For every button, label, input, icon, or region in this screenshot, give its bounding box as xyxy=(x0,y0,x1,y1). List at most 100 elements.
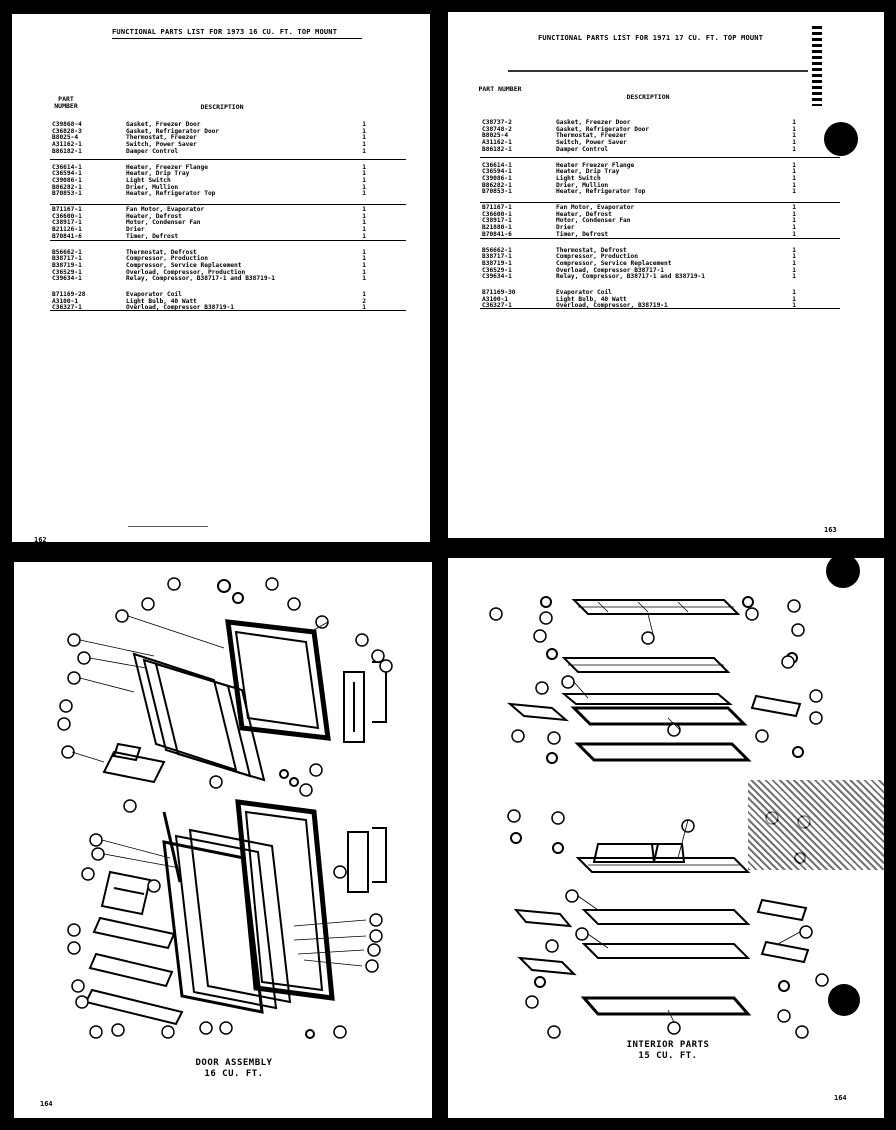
caption-title: INTERIOR PARTS xyxy=(626,1040,710,1050)
quantity-cell: 1 xyxy=(792,174,796,182)
shelf-bracket xyxy=(756,898,808,922)
part-number-cell: C36594-1 xyxy=(52,170,82,178)
description-cell: Compressor, Production xyxy=(126,255,208,263)
description-cell: Drier xyxy=(556,224,575,232)
part-number-cell: B86182-1 xyxy=(482,145,512,153)
fresh-food-door-liner xyxy=(162,840,264,1014)
description-cell: Heater, Drip Tray xyxy=(556,168,620,176)
description-cell: Fan Motor, Evaporator xyxy=(556,204,635,212)
interior-parts-diagram xyxy=(489,596,829,1039)
part-number-cell: C39868-4 xyxy=(52,121,82,128)
description-cell: Thermostat, Defrost xyxy=(556,246,627,254)
part-number-cell: C36327-1 xyxy=(52,304,82,312)
part-number-header: PART NUMBER xyxy=(54,95,78,110)
table-row: B86182-1 Damper Control 1 xyxy=(482,145,796,154)
interior-parts-page: INTERIOR PARTS 15 CU. FT. 164 xyxy=(448,558,884,1118)
quantity-cell: 1 xyxy=(792,224,796,232)
wire-shelf xyxy=(561,657,731,673)
wire-shelf xyxy=(571,599,741,615)
part-number-cell: B21880-1 xyxy=(482,224,512,232)
description-cell: Switch, Power Saver xyxy=(126,141,197,149)
part-number-cell: A3100-1 xyxy=(52,297,79,305)
punch-hole xyxy=(826,558,860,588)
parts-list-page-right: FUNCTIONAL PARTS LIST FOR 1971 17 CU. FT… xyxy=(448,12,884,538)
part-number-cell: B71169-28 xyxy=(52,291,86,299)
quantity-cell: 1 xyxy=(792,145,796,153)
description-cell: Heater, Refrigerator Top xyxy=(126,190,216,198)
quantity-cell: 2 xyxy=(362,297,366,305)
part-number-cell: B70853-1 xyxy=(482,188,512,196)
shelf-support xyxy=(517,956,577,976)
description-cell: Fan Motor, Evaporator xyxy=(126,206,205,214)
callout-bubbles xyxy=(57,577,393,1039)
part-number-cell: B70841-6 xyxy=(482,230,512,238)
quantity-cell: 1 xyxy=(362,212,366,220)
description-cell: Timer, Defrost xyxy=(556,230,609,238)
quantity-cell: 1 xyxy=(362,261,366,269)
row-divider xyxy=(480,157,840,158)
row-divider xyxy=(50,204,406,205)
part-number-cell: C38748-2 xyxy=(482,125,512,133)
description-cell: Compressor, Service Replacement xyxy=(126,261,242,269)
leader-lines xyxy=(573,613,801,1023)
quantity-cell: 1 xyxy=(792,119,796,126)
diagram-caption: DOOR ASSEMBLY 16 CU. FT. xyxy=(174,1058,294,1080)
description-cell: Thermostat, Freezer xyxy=(126,134,197,142)
part-number-cell: C39634-1 xyxy=(52,275,82,283)
hinge-cover xyxy=(347,831,369,893)
description-cell: Overload, Compressor, Production xyxy=(126,268,246,276)
wire-shelf xyxy=(575,857,751,873)
door-assembly-diagram xyxy=(57,577,393,1039)
part-number-cell: A31162-1 xyxy=(52,141,82,149)
description-cell: Thermostat, Defrost xyxy=(126,248,197,256)
part-number-cell: C38917-1 xyxy=(482,217,512,225)
description-cell: Evaporator Coil xyxy=(126,291,182,299)
part-number-cell: B8025-4 xyxy=(52,134,79,142)
faint-mark xyxy=(128,526,208,527)
quantity-cell: 1 xyxy=(792,259,796,267)
quantity-cell: 1 xyxy=(362,219,366,227)
quantity-cell: 1 xyxy=(792,295,796,303)
description-cell: Drier, Mullion xyxy=(556,181,609,189)
shelf-support xyxy=(506,702,570,722)
part-number-cell: C38917-1 xyxy=(52,219,82,227)
description-cell: Light Switch xyxy=(126,176,171,184)
row-divider xyxy=(480,308,840,309)
parts-list-title: FUNCTIONAL PARTS LIST FOR 1971 17 CU. FT… xyxy=(538,34,764,42)
quantity-cell: 1 xyxy=(362,121,366,128)
description-cell: Drier, Mullion xyxy=(126,183,179,191)
row-divider xyxy=(50,159,406,160)
description-cell: Damper Control xyxy=(556,145,609,153)
shelf-support xyxy=(513,908,573,928)
quantity-cell: 1 xyxy=(362,147,366,155)
description-cell: Thermostat, Freezer xyxy=(556,132,627,140)
glass-shelf xyxy=(570,706,748,726)
part-number-cell: B86182-1 xyxy=(52,147,82,155)
part-number-cell: C36614-1 xyxy=(52,163,82,171)
description-cell: Timer, Defrost xyxy=(126,232,179,240)
shelf-bracket xyxy=(760,940,810,964)
part-number-cell: B38717-1 xyxy=(482,253,512,261)
parts-list-title: FUNCTIONAL PARTS LIST FOR 1973 16 CU. FT… xyxy=(112,28,338,36)
part-number-cell: C36614-1 xyxy=(482,161,512,169)
wire-shelf xyxy=(581,909,751,925)
part-number-cell: B38719-1 xyxy=(52,261,82,269)
